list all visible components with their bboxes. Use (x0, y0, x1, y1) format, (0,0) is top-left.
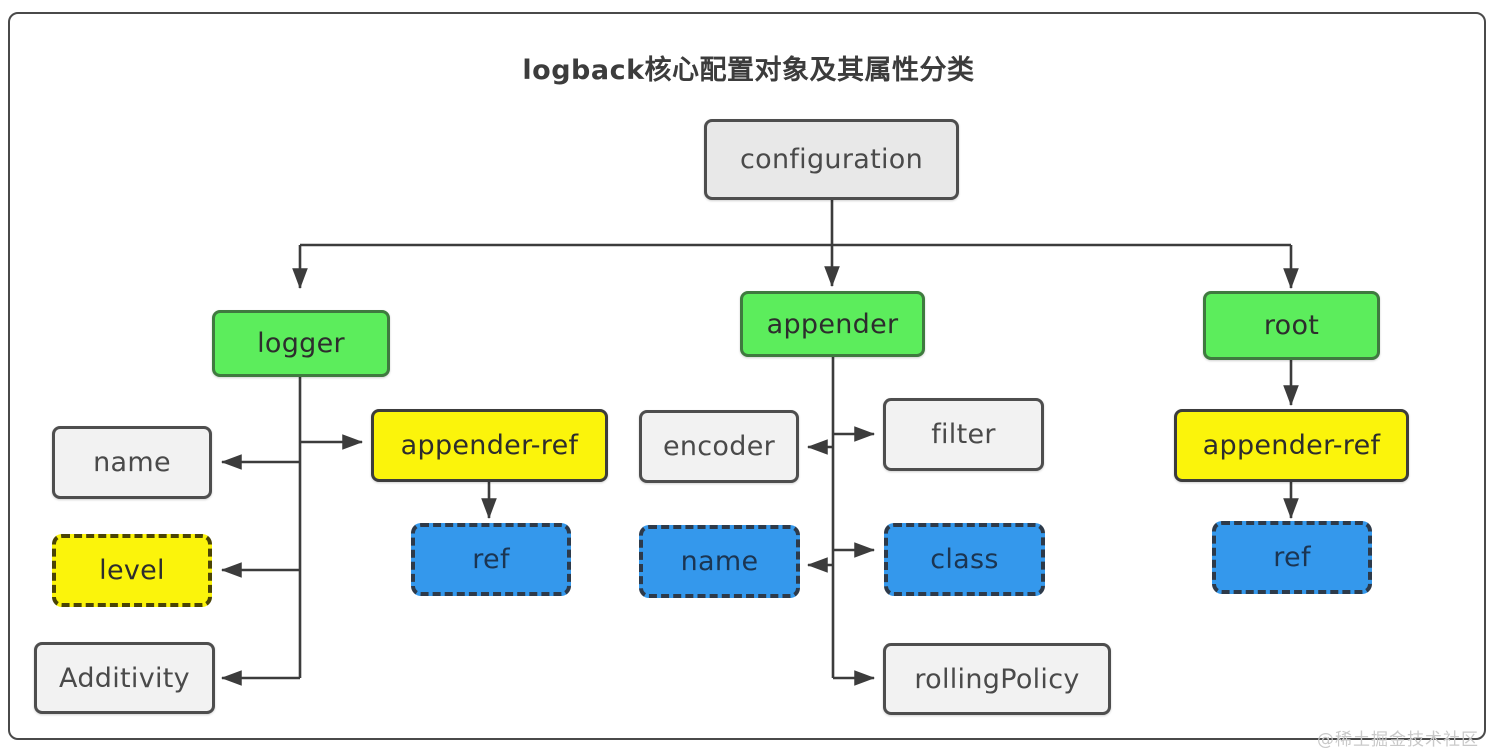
node-logger-additivity-label: Additivity (59, 662, 190, 694)
node-logger-level-label: level (99, 555, 165, 586)
node-root-appender-ref[interactable]: appender-ref (1174, 409, 1409, 482)
node-appender-filter-label: filter (931, 419, 996, 450)
node-logger-ref[interactable]: ref (411, 523, 571, 596)
node-logger-name-label: name (93, 447, 171, 478)
node-appender-filter[interactable]: filter (883, 398, 1044, 471)
node-logger-additivity[interactable]: Additivity (34, 642, 215, 714)
node-appender-label: appender (766, 308, 899, 340)
node-logger-appender-ref-label: appender-ref (400, 430, 579, 461)
node-appender-name[interactable]: name (639, 525, 800, 598)
node-appender-class[interactable]: class (884, 523, 1045, 596)
node-root-label: root (1263, 310, 1320, 341)
node-logger-name[interactable]: name (52, 426, 212, 499)
node-root-appender-ref-label: appender-ref (1202, 430, 1381, 461)
node-appender-encoder-label: encoder (662, 431, 776, 462)
node-appender-encoder[interactable]: encoder (639, 410, 799, 483)
node-root[interactable]: root (1203, 291, 1380, 360)
node-appender-name-label: name (680, 546, 759, 577)
node-logger-label: logger (257, 328, 345, 359)
node-root-ref-label: ref (1273, 542, 1311, 573)
node-appender-class-label: class (930, 544, 999, 575)
node-root-ref[interactable]: ref (1212, 521, 1372, 594)
node-appender-rolling-policy[interactable]: rollingPolicy (883, 643, 1111, 715)
diagram-title: logback核心配置对象及其属性分类 (522, 55, 975, 86)
node-configuration-label: configuration (740, 144, 923, 175)
node-logger-ref-label: ref (472, 544, 510, 575)
node-appender[interactable]: appender (740, 291, 925, 357)
watermark: @稀土掘金技术社区 (1317, 730, 1479, 750)
node-logger[interactable]: logger (212, 310, 390, 377)
node-configuration[interactable]: configuration (704, 119, 959, 200)
node-logger-level[interactable]: level (52, 534, 212, 607)
node-logger-appender-ref[interactable]: appender-ref (371, 409, 608, 482)
node-appender-rolling-policy-label: rollingPolicy (914, 663, 1080, 695)
